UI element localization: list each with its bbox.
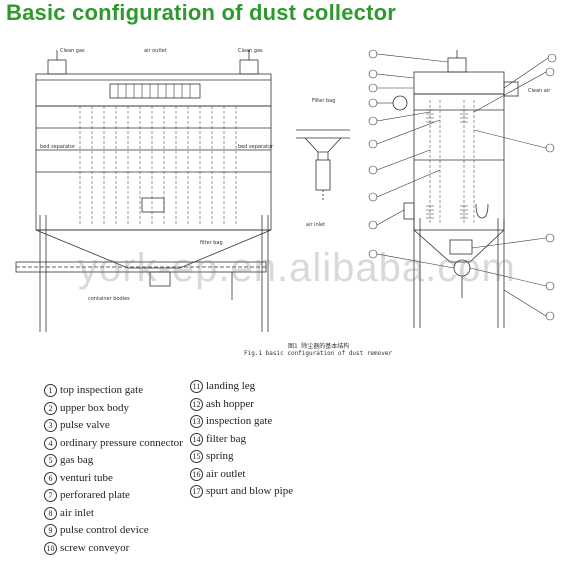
label-clean-air: Clean air — [528, 88, 551, 94]
label-air-outlet: air outlet — [144, 48, 167, 54]
label-filter-bag: Filter bag — [312, 98, 335, 104]
label-air-inlet: air inlet — [306, 222, 325, 228]
label-filter-bag-shape: filter bag — [200, 240, 223, 246]
right-sectional-view — [368, 49, 557, 328]
watermark: york-ep.en.alibaba.com — [78, 246, 516, 290]
label-clean-gas-right: Clean gas — [238, 48, 263, 54]
left-elevation-view — [15, 50, 272, 332]
filter-bag-detail-view — [296, 129, 350, 200]
label-bed-separator-right: bed separator — [238, 144, 274, 150]
label-container-bodies: container bodies — [88, 296, 130, 302]
dust-collector-drawing: Clean gas air outlet Clean gas bed separ… — [15, 48, 557, 332]
label-bed-separator-left: bed separator — [40, 144, 76, 150]
page-title: Basic configuration of dust collector — [6, 0, 396, 25]
figure-caption-cn: 图1 除尘器的基本结构 — [288, 343, 350, 350]
figure-caption-en: Fig.1 basic configuration of dust remove… — [244, 350, 393, 357]
label-clean-gas: Clean gas — [60, 48, 85, 54]
